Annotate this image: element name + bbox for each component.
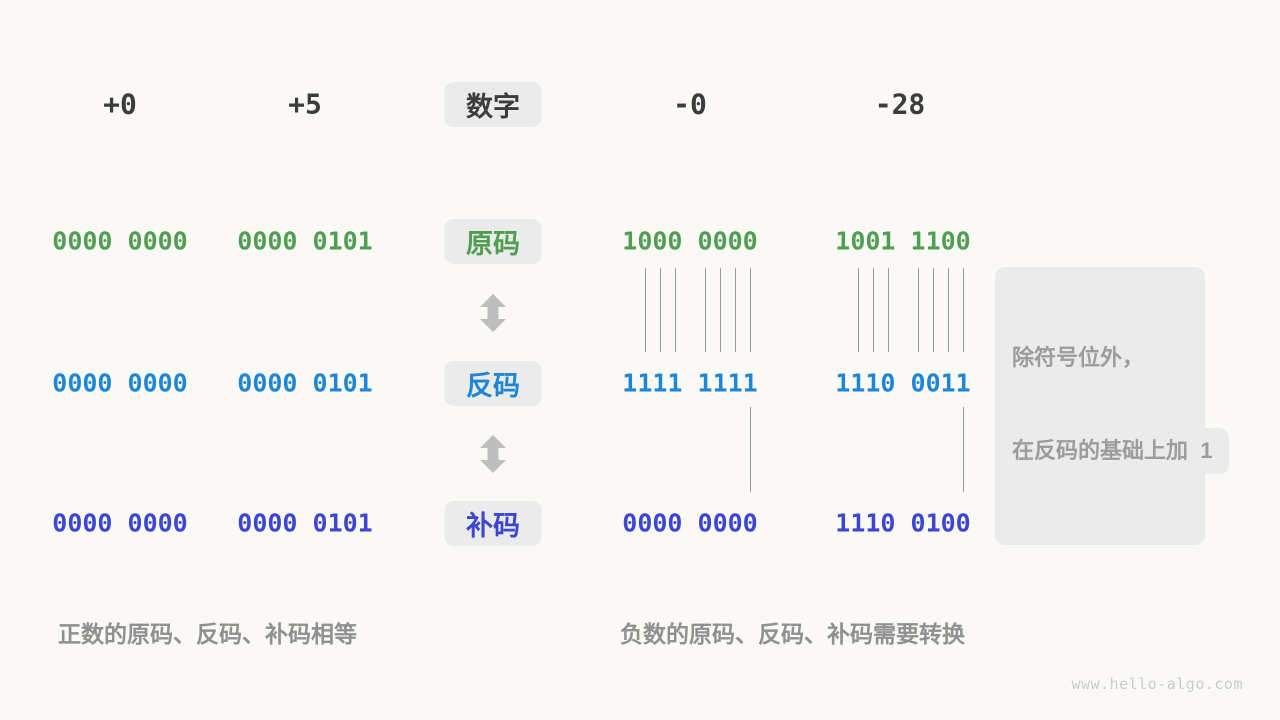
header-plus-zero: +0 xyxy=(103,87,137,121)
twos-complement-minus-zero: 0000 0000 xyxy=(622,508,758,538)
header-minus-zero: -0 xyxy=(673,87,707,121)
header-plus-five: +5 xyxy=(288,87,322,121)
bit-connector-line xyxy=(888,268,889,352)
bit-connector-line xyxy=(645,268,646,352)
invert-bits-note: 除符号位外， 对其余所有位取反 xyxy=(995,267,1206,545)
ones-complement-label: 反码 xyxy=(466,371,520,401)
bit-connector-line xyxy=(705,268,706,352)
caption-positive-numbers: 正数的原码、反码、补码相等 xyxy=(58,621,357,647)
twos-complement-label: 补码 xyxy=(466,511,520,541)
carry-line xyxy=(963,407,964,492)
bit-connector-line xyxy=(660,268,661,352)
up-down-arrow-icon xyxy=(480,435,506,473)
ones-complement-minus-28: 1110 0011 xyxy=(835,368,971,398)
bit-connector-line xyxy=(720,268,721,352)
twos-complement-plus-five: 0000 0101 xyxy=(237,508,373,538)
invert-bits-note-line1: 除符号位外， xyxy=(1012,345,1145,370)
bit-connector-line xyxy=(963,268,964,352)
twos-complement-minus-28: 1110 0100 xyxy=(835,508,971,538)
sign-magnitude-label: 原码 xyxy=(466,229,520,259)
bit-connector-line xyxy=(948,268,949,352)
ones-complement-badge: 反码 xyxy=(444,361,542,406)
twos-complement-plus-zero: 0000 0000 xyxy=(52,508,188,538)
twos-complement-badge: 补码 xyxy=(444,501,542,546)
bit-connector-line xyxy=(933,268,934,352)
sign-magnitude-plus-five: 0000 0101 xyxy=(237,226,373,256)
bit-connector-line xyxy=(675,268,676,352)
caption-negative-numbers: 负数的原码、反码、补码需要转换 xyxy=(620,621,965,647)
bit-connector-line xyxy=(750,268,751,352)
sign-magnitude-minus-28: 1001 1100 xyxy=(835,226,971,256)
bit-connector-line xyxy=(918,268,919,352)
sign-magnitude-plus-zero: 0000 0000 xyxy=(52,226,188,256)
up-down-arrow-icon xyxy=(480,294,506,332)
sign-magnitude-minus-zero: 1000 0000 xyxy=(622,226,758,256)
watermark: www.hello-algo.com xyxy=(1071,675,1243,693)
bit-connector-line xyxy=(858,268,859,352)
number-label-badge: 数字 xyxy=(444,82,542,127)
ones-complement-plus-zero: 0000 0000 xyxy=(52,368,188,398)
number-label: 数字 xyxy=(466,92,520,122)
bit-connector-line xyxy=(873,268,874,352)
add-one-note: 在反码的基础上加 1 xyxy=(995,428,1230,474)
ones-complement-plus-five: 0000 0101 xyxy=(237,368,373,398)
ones-complement-minus-zero: 1111 1111 xyxy=(622,368,758,398)
bit-connector-line xyxy=(735,268,736,352)
carry-line xyxy=(750,407,751,492)
header-minus-28: -28 xyxy=(874,87,926,121)
sign-magnitude-badge: 原码 xyxy=(444,219,542,264)
